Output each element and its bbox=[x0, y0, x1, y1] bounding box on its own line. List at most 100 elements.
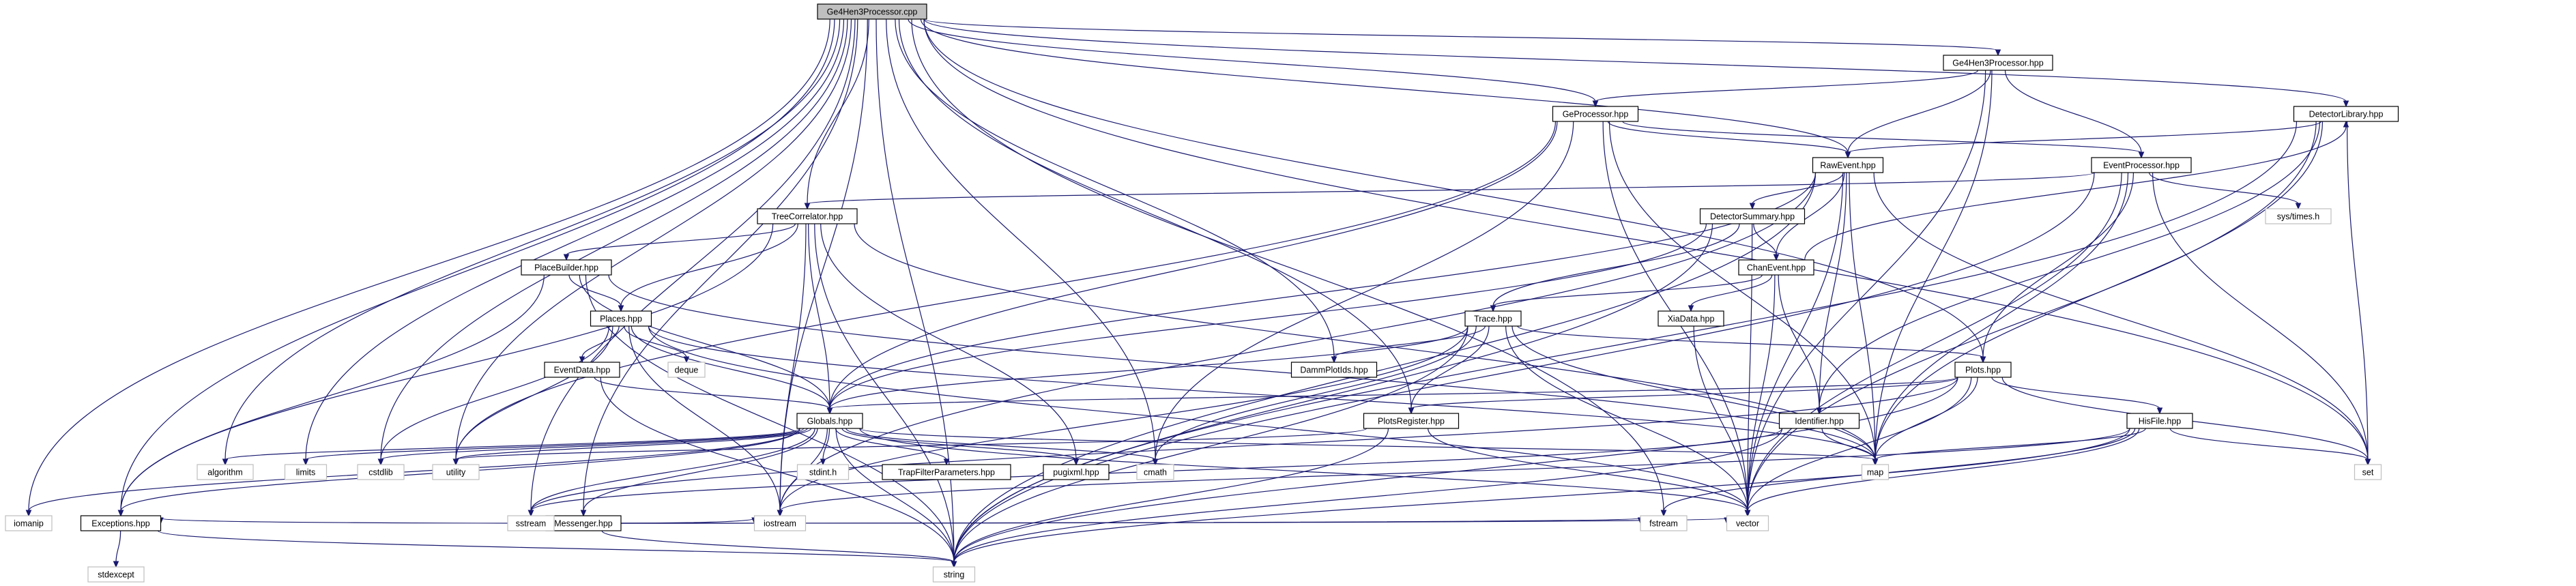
node-label: PlaceBuilder.hpp bbox=[534, 263, 598, 273]
node-plotsregister-hpp[interactable]: PlotsRegister.hpp bbox=[1363, 413, 1460, 429]
node-xiadata-hpp[interactable]: XiaData.hpp bbox=[1658, 310, 1724, 327]
node-globals-hpp[interactable]: Globals.hpp bbox=[796, 413, 863, 429]
edge-globals-to-trajfilter bbox=[835, 428, 950, 466]
edge-trace-to-plots bbox=[1517, 325, 1986, 364]
node-iostream: iostream bbox=[753, 515, 807, 531]
node-ge4hen3processor-hpp[interactable]: Ge4Hen3Processor.hpp bbox=[1943, 55, 2053, 71]
node-cmath: cmath bbox=[1136, 464, 1174, 480]
node-detectorlibrary-hpp[interactable]: DetectorLibrary.hpp bbox=[2293, 106, 2399, 122]
edge-treecorr-to-placebuilder bbox=[563, 223, 796, 261]
node-sstream: sstream bbox=[507, 515, 555, 531]
edge-root-to-limits bbox=[302, 18, 845, 466]
edge-root-to-plots bbox=[923, 18, 1986, 364]
node-label: map bbox=[1867, 468, 1883, 478]
node-dammplotids-hpp[interactable]: DammPlotIds.hpp bbox=[1290, 362, 1378, 378]
edge-detlib-to-vector bbox=[1744, 121, 2317, 517]
node-geprocessor-hpp[interactable]: GeProcessor.hpp bbox=[1552, 106, 1639, 122]
edge-g4h3hpp-to-vector bbox=[1744, 70, 1986, 517]
node-algorithm: algorithm bbox=[197, 464, 254, 480]
node-rawevent-hpp[interactable]: RawEvent.hpp bbox=[1812, 157, 1884, 173]
edge-chanevent-to-identifier bbox=[1778, 274, 1823, 415]
node-treecorrelator-hpp[interactable]: TreeCorrelator.hpp bbox=[757, 208, 858, 224]
edge-placebuilder-to-exceptions bbox=[117, 274, 545, 517]
edge-chanevent-to-detlib bbox=[1804, 120, 2349, 261]
node-places-hpp[interactable]: Places.hpp bbox=[590, 310, 652, 327]
edge-plots-to-globals bbox=[826, 377, 1958, 415]
edge-globals-to-stdinth bbox=[820, 428, 830, 466]
node-cstdlib: cstdlib bbox=[357, 464, 405, 480]
edge-hisfile-to-fstream bbox=[1660, 428, 2136, 517]
node-sys-times-h: sys/times.h bbox=[2265, 208, 2332, 224]
node-label: Ge4Hen3Processor.cpp bbox=[827, 8, 918, 17]
node-identifier-hpp[interactable]: Identifier.hpp bbox=[1778, 413, 1860, 429]
node-label: TrapFilterParameters.hpp bbox=[898, 468, 995, 478]
node-label: set bbox=[2362, 468, 2374, 478]
edge-rawevent-to-identifier bbox=[1816, 172, 1847, 415]
node-label: Plots.hpp bbox=[1965, 366, 2001, 375]
edge-root-to-set bbox=[923, 18, 2371, 466]
node-exceptions-hpp[interactable]: Exceptions.hpp bbox=[80, 515, 162, 531]
node-label: limits bbox=[296, 468, 315, 478]
node-map: map bbox=[1861, 464, 1890, 480]
edge-places-to-eventdata bbox=[579, 325, 620, 364]
edge-globals-to-sstream bbox=[527, 428, 815, 517]
edge-root-to-geproc bbox=[908, 18, 1599, 108]
node-label: utility bbox=[446, 468, 466, 478]
node-ge4hen3processor-cpp: Ge4Hen3Processor.cpp bbox=[817, 3, 927, 20]
node-label: iomanip bbox=[14, 519, 44, 529]
node-set: set bbox=[2354, 464, 2382, 480]
node-label: Places.hpp bbox=[600, 314, 642, 324]
edge-rawevent-to-string bbox=[951, 172, 1817, 568]
node-label: stdexcept bbox=[98, 570, 134, 580]
node-vector: vector bbox=[1726, 515, 1769, 531]
edge-geproc-to-globals bbox=[826, 121, 1558, 415]
edge-globals-to-map bbox=[859, 428, 1879, 466]
node-fstream: fstream bbox=[1640, 515, 1688, 531]
edge-detsummary-to-chanevent bbox=[1753, 223, 1780, 261]
node-label: Identifier.hpp bbox=[1795, 417, 1844, 426]
node-label: pugixml.hpp bbox=[1053, 468, 1099, 478]
node-label: string bbox=[944, 570, 965, 580]
node-pugixml-hpp[interactable]: pugixml.hpp bbox=[1043, 464, 1110, 480]
edge-root-to-rawevent bbox=[920, 18, 1851, 159]
edge-placebuilder-to-places bbox=[568, 274, 624, 312]
node-label: XiaData.hpp bbox=[1668, 314, 1715, 324]
node-label: EventProcessor.hpp bbox=[2103, 161, 2180, 171]
node-label: TreeCorrelator.hpp bbox=[772, 212, 843, 222]
node-string: string bbox=[932, 566, 976, 583]
edge-globals-to-limits bbox=[302, 428, 805, 466]
node-label: fstream bbox=[1649, 519, 1678, 529]
node-stdexcept: stdexcept bbox=[87, 566, 145, 583]
node-detectorsummary-hpp[interactable]: DetectorSummary.hpp bbox=[1699, 208, 1806, 224]
edge-trace-to-cmath bbox=[1152, 325, 1477, 466]
node-label: vector bbox=[1736, 519, 1759, 529]
edge-globals-to-vector bbox=[859, 428, 1751, 517]
node-messenger-hpp[interactable]: Messenger.hpp bbox=[545, 515, 622, 531]
edge-exceptions-to-stdexcept bbox=[113, 530, 121, 568]
node-placebuilder-hpp[interactable]: PlaceBuilder.hpp bbox=[521, 259, 612, 276]
node-trapfilterparameters-hpp[interactable]: TrapFilterParameters.hpp bbox=[882, 464, 1011, 480]
edge-root-to-treecorr bbox=[804, 18, 869, 210]
edge-root-to-detlib bbox=[923, 18, 2349, 108]
node-label: stdint.h bbox=[809, 468, 837, 478]
edge-globals-to-cstdlib bbox=[377, 428, 808, 466]
edge-xiadata-to-vector bbox=[1693, 325, 1751, 517]
node-stdint-h: stdint.h bbox=[796, 464, 850, 480]
edge-detsummary-to-globals bbox=[826, 223, 1707, 415]
node-plots-hpp[interactable]: Plots.hpp bbox=[1954, 362, 2012, 378]
edge-root-to-fstream bbox=[911, 18, 1667, 517]
node-label: Exceptions.hpp bbox=[91, 519, 150, 529]
node-label: EventData.hpp bbox=[554, 366, 611, 375]
node-utility: utility bbox=[432, 464, 480, 480]
edge-rawevent-to-detsummary bbox=[1749, 172, 1844, 210]
node-chanevent-hpp[interactable]: ChanEvent.hpp bbox=[1738, 259, 1814, 276]
node-eventdata-hpp[interactable]: EventData.hpp bbox=[544, 362, 620, 378]
edge-root-to-cstdlib bbox=[377, 18, 848, 466]
node-hisfile-hpp[interactable]: HisFile.hpp bbox=[2126, 413, 2193, 429]
edge-globals-to-algorithm bbox=[222, 428, 800, 466]
node-trace-hpp[interactable]: Trace.hpp bbox=[1464, 310, 1522, 327]
node-label: sstream bbox=[516, 519, 546, 529]
node-eventprocessor-hpp[interactable]: EventProcessor.hpp bbox=[2091, 157, 2192, 173]
edge-hisfile-to-vector bbox=[1744, 428, 2140, 517]
